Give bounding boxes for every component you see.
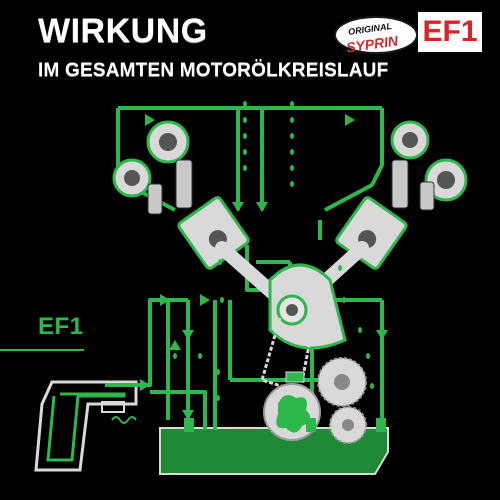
logo-product: EF1 (418, 12, 482, 52)
gear-icon (329, 406, 367, 444)
pressure-valve (285, 371, 305, 383)
syprin-badge: ORIGINAL SYPRIN (334, 16, 418, 56)
page-subtitle: IM GESAMTEN MOTORÖLKREISLAUF (38, 60, 389, 81)
page-title: WIRKUNG (38, 12, 208, 50)
ef1-label: EF1 (38, 313, 84, 340)
brand-logo: ORIGINAL SYPRIN EF1 (334, 12, 484, 56)
oil-pickup (184, 418, 386, 432)
turbocharger-icon (112, 120, 193, 215)
gear-icon (317, 357, 367, 407)
crankshaft-icon (268, 263, 347, 350)
turbocharger-icon (390, 120, 468, 211)
oil-filter-icon (34, 380, 138, 472)
oil-drop-icon (173, 101, 374, 401)
piston-icon (177, 196, 282, 302)
